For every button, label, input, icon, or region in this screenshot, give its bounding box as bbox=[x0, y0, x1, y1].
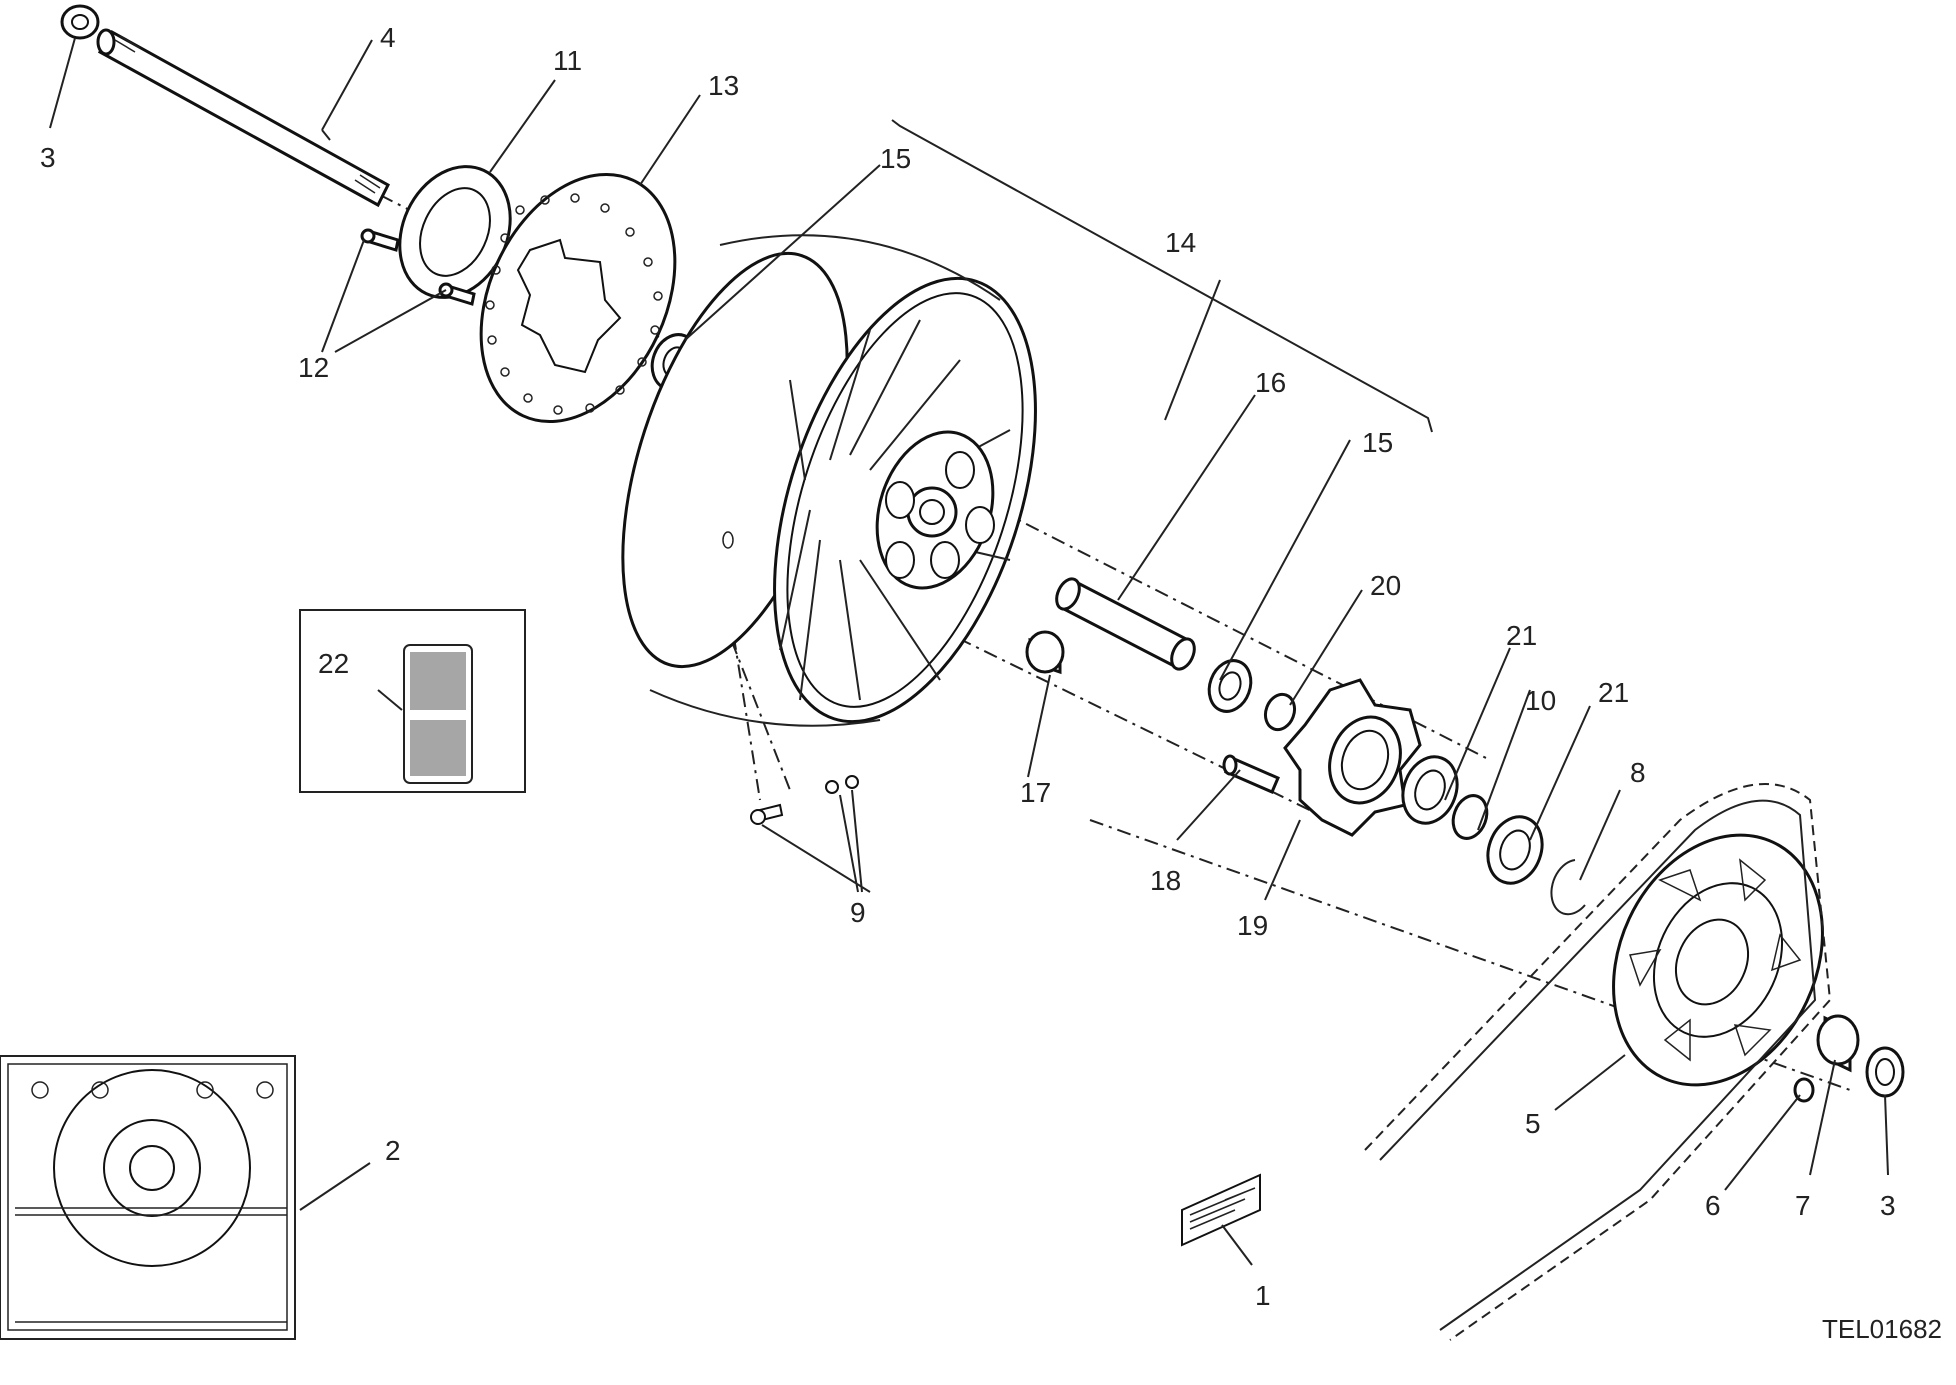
callout-12: 12 bbox=[298, 352, 329, 383]
inset-box-22 bbox=[299, 609, 526, 793]
warning-label-sticker bbox=[1181, 1173, 1261, 1247]
callout-5: 5 bbox=[1525, 1108, 1541, 1139]
abs-tone-ring bbox=[398, 165, 512, 299]
callout-21-a: 21 bbox=[1506, 620, 1537, 651]
callout-4: 4 bbox=[380, 22, 396, 53]
callout-8: 8 bbox=[1630, 757, 1646, 788]
sprocket-carrier bbox=[1283, 678, 1422, 837]
callout-11: 11 bbox=[553, 45, 582, 76]
callout-20: 20 bbox=[1370, 570, 1401, 601]
callout-3-right: 3 bbox=[1880, 1190, 1896, 1221]
callout-21-b: 21 bbox=[1598, 677, 1629, 708]
carrier-bearing-21a bbox=[1401, 755, 1459, 825]
circlip-8 bbox=[1550, 859, 1586, 916]
callout-14: 14 bbox=[1165, 227, 1196, 258]
callout-3-left: 3 bbox=[40, 142, 56, 173]
inset-box-2 bbox=[0, 1055, 296, 1340]
carrier-bearing-21b bbox=[1486, 815, 1544, 885]
callout-1: 1 bbox=[1255, 1280, 1271, 1311]
hub-spacer-7 bbox=[1816, 1014, 1860, 1073]
sprocket-stud bbox=[1222, 754, 1280, 794]
callout-16: 16 bbox=[1255, 367, 1286, 398]
callout-22: 22 bbox=[318, 648, 349, 679]
callout-15-right: 15 bbox=[1362, 427, 1393, 458]
rear-wheel-rim bbox=[621, 234, 1037, 727]
callout-2: 2 bbox=[385, 1135, 401, 1166]
brake-disc bbox=[479, 172, 677, 424]
callout-13: 13 bbox=[708, 70, 739, 101]
axle-nut-left bbox=[60, 4, 100, 40]
callout-18: 18 bbox=[1150, 865, 1181, 896]
callout-7: 7 bbox=[1795, 1190, 1811, 1221]
callout-9: 9 bbox=[850, 897, 866, 928]
rear-sprocket bbox=[1612, 833, 1824, 1087]
spacer-ring-20 bbox=[1263, 692, 1297, 732]
assembly-bracket-14 bbox=[891, 119, 1433, 433]
drive-chain bbox=[1364, 783, 1832, 1341]
wheel-bearing-right bbox=[1207, 659, 1253, 713]
drawing-reference-code: TEL01682 bbox=[1822, 1314, 1942, 1344]
callout-10: 10 bbox=[1525, 685, 1556, 716]
rear-axle bbox=[96, 28, 390, 208]
leader-lines bbox=[49, 37, 1889, 1266]
axle-nut-right bbox=[1865, 1046, 1905, 1098]
tyre-valve-parts bbox=[722, 531, 859, 825]
callout-19: 19 bbox=[1237, 910, 1268, 941]
disc-screws bbox=[360, 228, 476, 306]
spacer-17 bbox=[1025, 630, 1065, 675]
callout-15-left: 15 bbox=[880, 143, 911, 174]
wheel-spacer-tube bbox=[1055, 577, 1196, 671]
callout-6: 6 bbox=[1705, 1190, 1721, 1221]
callout-17: 17 bbox=[1020, 777, 1051, 808]
